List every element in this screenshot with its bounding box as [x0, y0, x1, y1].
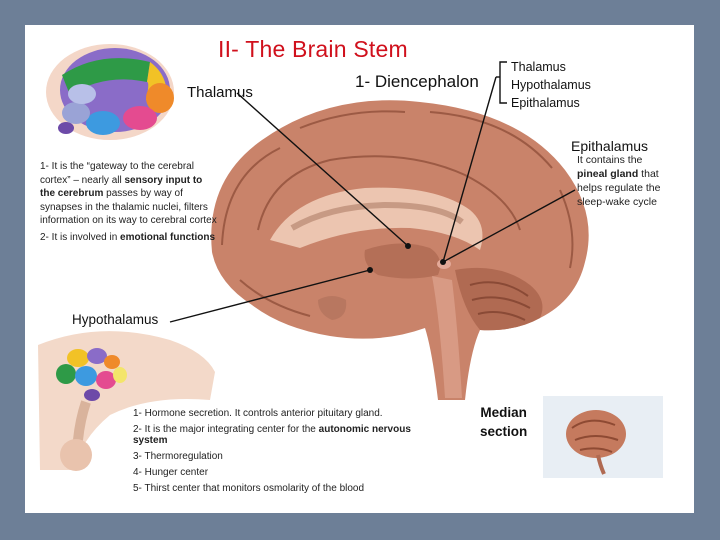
- thalamus-label: Thalamus: [187, 84, 253, 101]
- thalamus-nuclei-illustration: [46, 44, 174, 140]
- hypo-item-1: 1- Hormone secretion. It controls anteri…: [133, 408, 383, 419]
- hypothalamus-functions-list: 1- Hormone secretion. It controls anteri…: [133, 406, 433, 497]
- diencephalon-bracket: [499, 61, 507, 104]
- epi-text-c: that helps regulate the sleep-wake cycle: [577, 168, 661, 208]
- hypothalamus-pointer-dot: [367, 267, 373, 273]
- slide-title: II- The Brain Stem: [218, 36, 408, 62]
- epi-text-a: It contains the: [577, 154, 643, 166]
- part-epithalamus: Epithalamus: [511, 96, 580, 110]
- thalamus-fact-1: 1- It is the “gateway to the cerebral co…: [40, 160, 220, 228]
- brain-median-section-illustration: [211, 100, 589, 400]
- epithalamus-pointer-line: [442, 189, 576, 263]
- part-hypothalamus: Hypothalamus: [511, 78, 591, 92]
- diencephalon-label: 1- Diencephalon: [355, 72, 479, 91]
- hypo-item-2-bold: autonomic nervous system: [133, 424, 411, 446]
- hypothalamus-nuclei-illustration: [38, 331, 215, 471]
- epithalamus-title: Epithalamus: [571, 138, 649, 154]
- fact1-c: passes by way of synapses in the thalami…: [40, 188, 217, 226]
- thalamus-pointer-line: [236, 92, 409, 247]
- diencephalon-parts-list: Thalamus Hypothalamus Epithalamus: [511, 58, 591, 112]
- hypo-item-5: 5- Thirst center that monitors osmolarit…: [133, 483, 365, 494]
- diencephalon-pointer-line: [442, 76, 497, 263]
- hypo-item-4: 4- Hunger center: [133, 467, 209, 478]
- thalamus-pointer-dot: [405, 243, 411, 249]
- hypo-item-2-a: 2- It is the major integrating center fo…: [133, 424, 319, 435]
- epi-text-pineal: pineal gland: [577, 168, 639, 180]
- median-section-label: Median section: [480, 403, 527, 441]
- epithalamus-description: It contains the pineal gland that helps …: [577, 153, 673, 209]
- fact1-a: 1- It is the “gateway to the cerebral co…: [40, 161, 194, 186]
- fact1-bold: sensory input to the cerebrum: [40, 174, 203, 200]
- brain-thumbnail-illustration: [543, 396, 663, 478]
- hypo-item-2: 2- It is the major integrating center fo…: [133, 424, 433, 446]
- hypothalamus-pointer-line: [169, 269, 371, 323]
- hypo-item-3: 3- Thermoregulation: [133, 451, 223, 462]
- hypothalamus-title: Hypothalamus: [72, 312, 159, 327]
- thalamus-facts: 1- It is the “gateway to the cerebral co…: [40, 160, 220, 244]
- median-line-1: Median: [480, 405, 527, 420]
- fact2-a: 2- It is involved in: [40, 231, 121, 243]
- part-thalamus: Thalamus: [511, 60, 566, 74]
- median-line-2: section: [480, 424, 528, 439]
- fact2-bold: emotional functions: [120, 231, 216, 243]
- thalamus-fact-2: 2- It is involved in emotional functions: [40, 231, 220, 245]
